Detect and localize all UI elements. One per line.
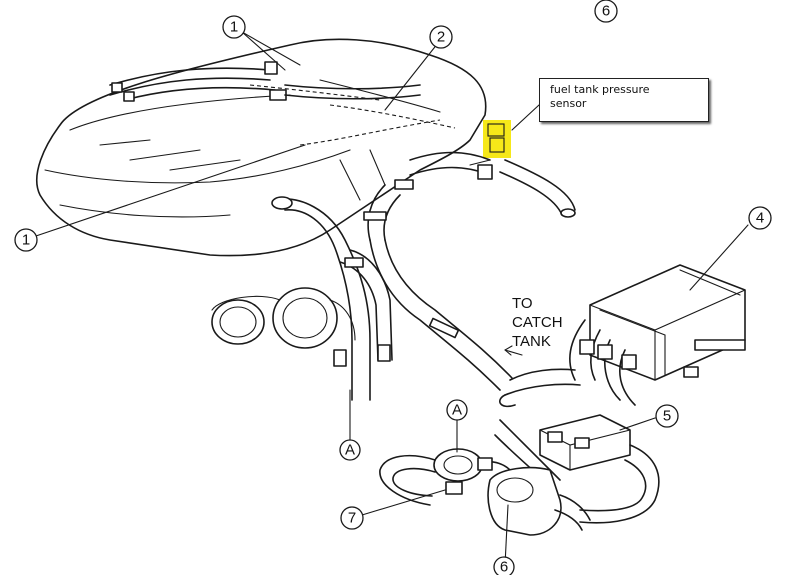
svg-text:CATCH: CATCH bbox=[512, 314, 563, 331]
sensor-label-line2: sensor bbox=[550, 97, 587, 110]
callout-a-left: A bbox=[339, 439, 361, 461]
svg-text:5: 5 bbox=[663, 408, 671, 425]
svg-text:6: 6 bbox=[500, 559, 508, 575]
svg-text:4: 4 bbox=[756, 210, 764, 227]
callout-6-top: 6 bbox=[594, 0, 618, 23]
callout-1-left: 1 bbox=[14, 228, 38, 252]
callout-a-mid: A bbox=[446, 399, 468, 421]
lower-canister bbox=[487, 466, 591, 536]
callout-6-bottom: 6 bbox=[493, 556, 515, 575]
svg-text:7: 7 bbox=[348, 510, 356, 527]
check-valve bbox=[379, 448, 511, 506]
filler-cap bbox=[211, 287, 356, 349]
callout-4: 4 bbox=[748, 206, 772, 230]
tank-vent-pipes bbox=[109, 61, 421, 102]
sensor-label-box: fuel tank pressure sensor bbox=[539, 78, 709, 122]
svg-text:A: A bbox=[452, 402, 462, 419]
svg-text:6: 6 bbox=[602, 3, 610, 20]
catch-tank-label: TO CATCH TANK bbox=[512, 295, 563, 350]
callout-1-top: 1 bbox=[222, 15, 246, 39]
fuel-tank bbox=[35, 38, 487, 257]
callout-5: 5 bbox=[655, 404, 679, 428]
svg-text:TO: TO bbox=[512, 295, 533, 312]
leader-lines bbox=[29, 31, 749, 566]
fuel-tank-pressure-sensor bbox=[469, 120, 511, 166]
svg-text:A: A bbox=[345, 442, 355, 459]
catch-tank-hose bbox=[499, 345, 581, 408]
filler-hoses bbox=[271, 196, 393, 401]
sensor-hose bbox=[499, 159, 576, 218]
charcoal-canister bbox=[569, 264, 746, 406]
callout-2: 2 bbox=[429, 25, 453, 49]
svg-text:1: 1 bbox=[22, 232, 30, 249]
main-vent-hose bbox=[363, 151, 513, 391]
purge-solenoid bbox=[494, 414, 660, 524]
sensor-label-line1: fuel tank pressure bbox=[550, 83, 650, 96]
callout-7: 7 bbox=[340, 506, 364, 530]
svg-text:1: 1 bbox=[230, 19, 238, 36]
svg-text:TANK: TANK bbox=[512, 333, 551, 350]
svg-text:2: 2 bbox=[437, 29, 445, 46]
